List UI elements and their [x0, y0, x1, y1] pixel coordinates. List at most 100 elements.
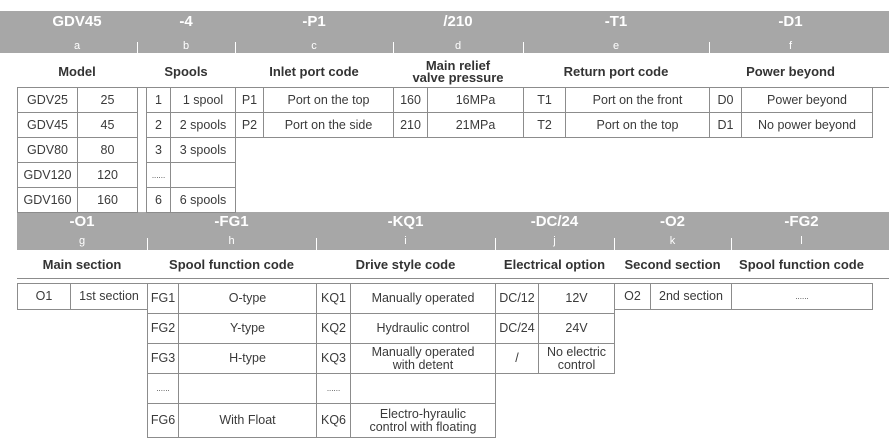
model-cell: 120: [77, 162, 138, 188]
inlet-cell: Port on the top: [263, 87, 394, 113]
spool-function-cell: With Float: [178, 403, 317, 438]
inlet-cell: P1: [235, 87, 264, 113]
electrical-cell: 24V: [538, 313, 615, 344]
option-code: /210: [443, 13, 473, 30]
spools-cell: 3: [146, 137, 171, 163]
pressure-cell: 210: [393, 112, 428, 138]
spool-function-cell: ......: [147, 373, 179, 404]
spool-function-cell: Y-type: [178, 313, 317, 344]
option-letter: h: [228, 235, 235, 247]
column-header: Spool function code: [169, 257, 294, 272]
code-separator: [495, 238, 496, 250]
option-letter: e: [612, 40, 620, 52]
column-header: Second section: [624, 257, 721, 272]
spools-cell: 3 spools: [170, 137, 236, 163]
spools-cell: 2: [146, 112, 171, 138]
return-port-cell: Port on the top: [565, 112, 710, 138]
option-letter: l: [800, 235, 803, 247]
drive-style-cell: Manually operated: [350, 283, 496, 314]
option-letter: k: [669, 235, 676, 247]
column-header: Inlet port code: [269, 64, 359, 79]
spool-function-cell: FG3: [147, 343, 179, 374]
option-code: -FG2: [784, 213, 819, 230]
model-cell: GDV45: [17, 112, 78, 138]
second-section-cell: 2nd section: [650, 283, 732, 310]
spool-function-cell: O-type: [178, 283, 317, 314]
option-letter: d: [454, 40, 462, 52]
spools-cell: 1: [146, 87, 171, 113]
drive-style-cell: [350, 373, 496, 404]
code-separator: [393, 42, 394, 53]
option-code: -KQ1: [387, 213, 424, 230]
top-code-bar: [0, 11, 889, 53]
model-cell: 25: [77, 87, 138, 113]
column-header: Power beyond: [746, 64, 835, 79]
option-code: -4: [179, 13, 193, 30]
option-code: -D1: [778, 13, 803, 30]
option-code: -O1: [69, 213, 95, 230]
column-header: Drive style code: [355, 257, 456, 272]
option-letter: j: [553, 235, 556, 247]
electrical-cell: DC/12: [495, 283, 539, 314]
spools-cell: ......: [146, 162, 171, 188]
column-header: Spool function code: [739, 257, 864, 272]
column-header: Main section: [42, 257, 122, 272]
model-cell: 45: [77, 112, 138, 138]
column-header: Main relief valve pressure: [412, 58, 504, 85]
spools-cell: [170, 162, 236, 188]
power-beyond-cell: D1: [709, 112, 742, 138]
code-separator: [147, 238, 148, 250]
drive-style-cell: ......: [316, 373, 351, 404]
column-header: Spools: [164, 64, 208, 79]
spools-cell: 6: [146, 187, 171, 213]
electrical-cell: No electric control: [538, 343, 615, 374]
spools-cell: 1 spool: [170, 87, 236, 113]
spools-cell: 6 spools: [170, 187, 236, 213]
spool-function-cell: FG1: [147, 283, 179, 314]
code-separator: [235, 42, 236, 53]
pressure-cell: 16MPa: [427, 87, 524, 113]
model-cell: GDV80: [17, 137, 78, 163]
pressure-cell: 21MPa: [427, 112, 524, 138]
pressure-cell: 160: [393, 87, 428, 113]
inlet-cell: Port on the side: [263, 112, 394, 138]
column-header: Return port code: [563, 64, 669, 79]
model-cell: 80: [77, 137, 138, 163]
power-beyond-cell: No power beyond: [741, 112, 873, 138]
model-cell: GDV120: [17, 162, 78, 188]
column-header: Model: [58, 64, 96, 79]
option-letter: a: [73, 40, 81, 52]
power-beyond-cell: Power beyond: [741, 87, 873, 113]
drive-style-cell: Electro-hyraulic control with floating: [350, 403, 496, 438]
code-separator: [709, 42, 710, 53]
spool-function-cell: FG6: [147, 403, 179, 438]
main-section-cell: 1st section: [70, 283, 148, 310]
return-port-cell: T1: [523, 87, 566, 113]
bottom-header-divider: [17, 278, 889, 279]
bottom-code-bar: [17, 212, 889, 250]
drive-style-cell: KQ1: [316, 283, 351, 314]
option-letter: i: [404, 235, 407, 247]
option-code: -FG1: [214, 213, 249, 230]
model-cell: GDV25: [17, 87, 78, 113]
model-cell: GDV160: [17, 187, 78, 213]
column-header: Electrical option: [503, 257, 606, 272]
drive-style-cell: KQ3: [316, 343, 351, 374]
code-separator: [523, 42, 524, 53]
spool-function-cell: FG2: [147, 313, 179, 344]
return-port-cell: Port on the front: [565, 87, 710, 113]
drive-style-cell: Hydraulic control: [350, 313, 496, 344]
electrical-cell: /: [495, 343, 539, 374]
code-separator: [316, 238, 317, 250]
power-beyond-cell: D0: [709, 87, 742, 113]
spools-cell: 2 spools: [170, 112, 236, 138]
spool-function-2-cell: ......: [731, 283, 873, 310]
option-code: -O2: [659, 213, 685, 230]
spool-function-cell: [178, 373, 317, 404]
code-separator: [137, 42, 138, 53]
option-code: GDV45: [52, 13, 102, 30]
inlet-cell: P2: [235, 112, 264, 138]
second-section-cell: O2: [614, 283, 651, 310]
option-letter: f: [788, 40, 793, 52]
